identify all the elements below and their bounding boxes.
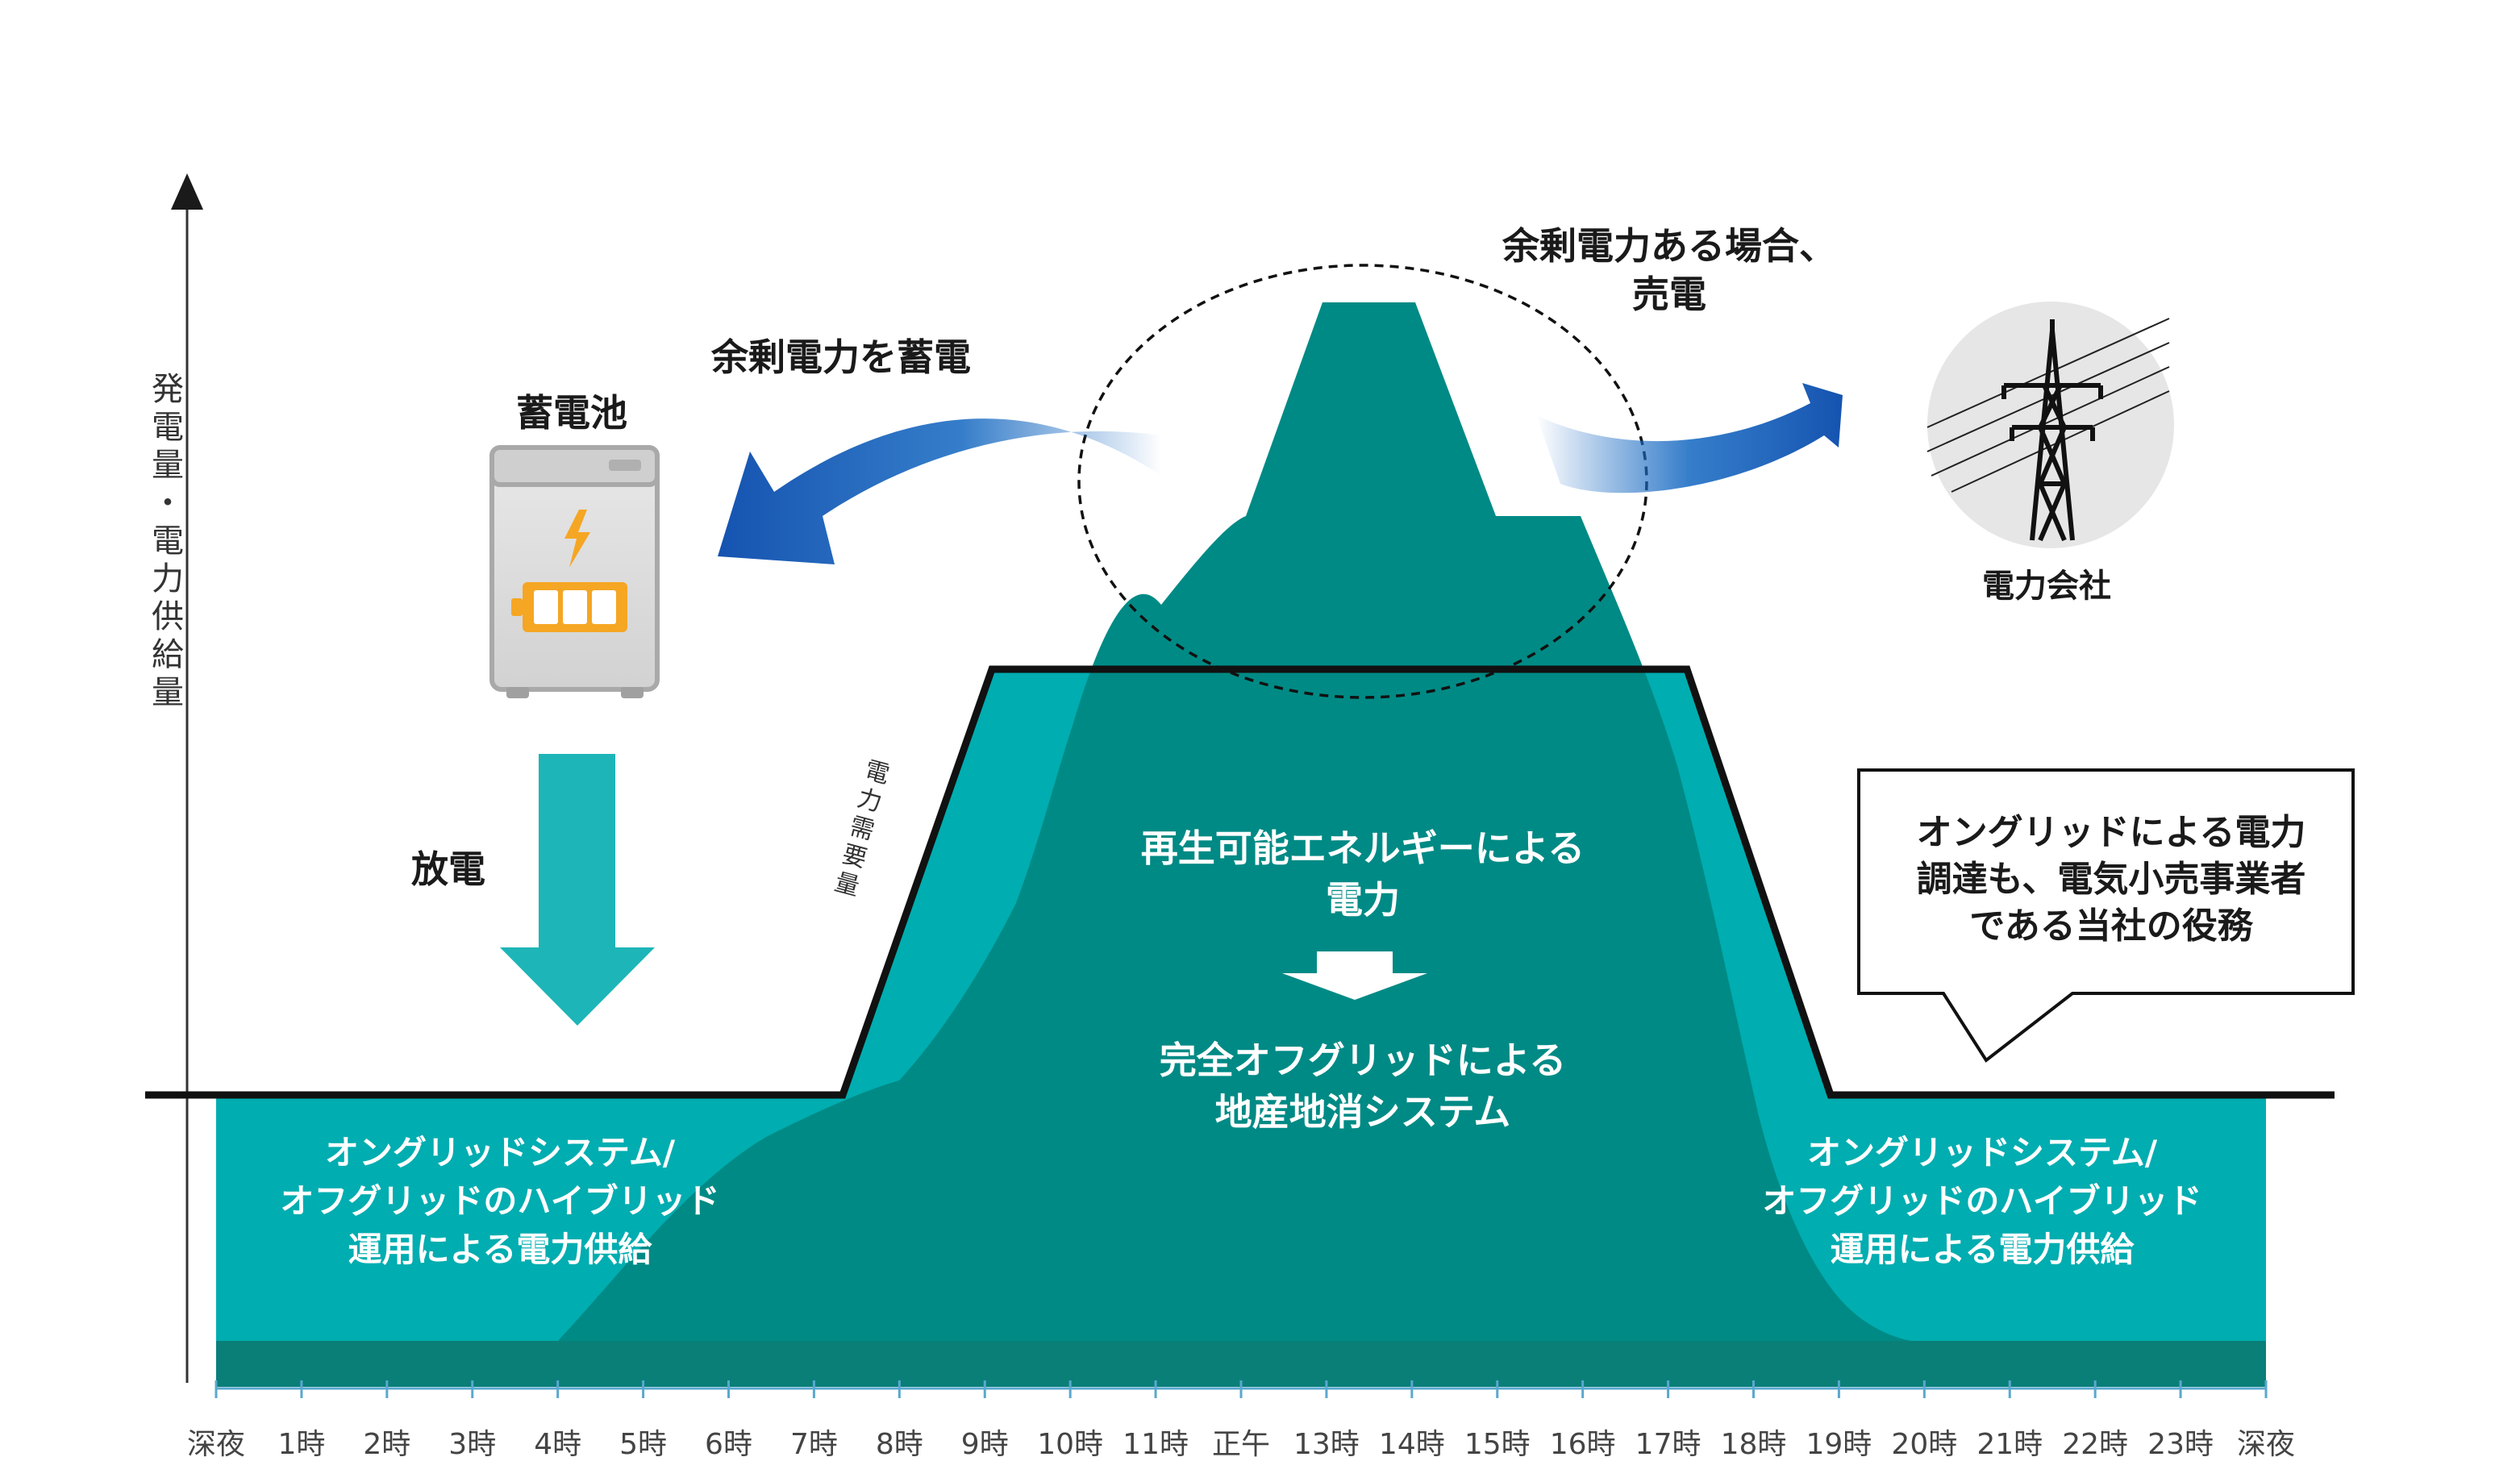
discharge-arrow-icon	[500, 754, 655, 1026]
battery-icon	[489, 445, 660, 698]
renewable-label-line2: 電力	[1326, 878, 1400, 922]
y-axis-arrow-icon	[171, 173, 203, 210]
y-axis-char: 電	[152, 409, 184, 446]
x-tick-label: 10時	[1037, 1428, 1104, 1461]
y-axis-char: 電	[152, 522, 184, 560]
x-tick-label: 1時	[277, 1428, 326, 1461]
charge-label: 余剰電力を蓄電	[711, 335, 971, 379]
x-tick-label: 7時	[789, 1428, 838, 1461]
renewable-label-line1: 再生可能エネルギーによる	[1140, 826, 1585, 870]
y-axis-char: 給	[152, 636, 184, 673]
hybrid-left-line3: 運用による電力供給	[348, 1230, 652, 1269]
offgrid-label-line2: 地産地消システム	[1214, 1090, 1511, 1134]
x-tick-label: 19時	[1806, 1428, 1872, 1461]
sell-label: 余剰電力ある場合、 売電	[1476, 222, 1863, 318]
x-tick-label: 17時	[1635, 1428, 1702, 1461]
discharge-label: 放電	[411, 847, 485, 891]
y-axis-char: ・	[152, 485, 184, 522]
x-tick-label: 8時	[875, 1428, 923, 1461]
callout-line3: である当社の役務	[1969, 905, 2253, 947]
hybrid-right-label: オングリッドシステム/ オフグリッドのハイブリッド 運用による電力供給	[1700, 1129, 2264, 1274]
x-tick-label: 6時	[705, 1428, 752, 1461]
x-tick-label: 14時	[1378, 1428, 1445, 1461]
x-tick-label: 3時	[448, 1428, 497, 1461]
x-tick-label: 21時	[1976, 1428, 2043, 1461]
y-axis-label: 発電量・電力供給量	[144, 371, 192, 712]
charge-arrow-icon	[718, 418, 1161, 564]
baseline-band	[216, 1341, 2266, 1387]
hybrid-right-line1: オングリッドシステム/	[1806, 1133, 2158, 1172]
x-tick-label: 正午	[1211, 1428, 1270, 1461]
x-tick-label: 9時	[960, 1428, 1009, 1461]
x-tick-label: 16時	[1549, 1428, 1616, 1461]
hybrid-left-line1: オングリッドシステム/	[324, 1133, 676, 1172]
x-tick-label: 22時	[2062, 1428, 2129, 1461]
x-axis	[215, 1380, 2268, 1398]
sell-label-line1: 余剰電力ある場合、	[1502, 224, 1836, 268]
x-tick-label: 18時	[1720, 1428, 1787, 1461]
callout-text: オングリッドによる電力 調達も、電気小売事業者 である当社の役務	[1869, 810, 2353, 950]
lightning-icon	[564, 510, 590, 568]
hybrid-right-line2: オフグリッドのハイブリッド	[1762, 1181, 2202, 1221]
battery-label: 蓄電池	[516, 391, 627, 435]
y-axis-char: 量	[152, 674, 184, 711]
hybrid-left-line2: オフグリッドのハイブリッド	[280, 1181, 720, 1221]
sell-arrow-icon	[1536, 383, 1843, 493]
callout-line1: オングリッドによる電力	[1916, 812, 2306, 853]
renewable-area	[216, 302, 2266, 1387]
y-axis-char: 供	[152, 598, 184, 635]
hybrid-right-line3: 運用による電力供給	[1830, 1230, 2135, 1269]
y-axis	[171, 173, 203, 1383]
x-tick-label: 2時	[363, 1428, 411, 1461]
x-tick-label: 15時	[1464, 1428, 1531, 1461]
renewable-label: 再生可能エネルギーによる 電力	[1073, 822, 1653, 926]
x-tick-label: 20時	[1891, 1428, 1958, 1461]
company-label: 電力会社	[1982, 568, 2111, 605]
callout-bubble	[1857, 768, 2355, 1063]
y-axis-char: 力	[152, 560, 184, 597]
offgrid-label-line1: 完全オフグリッドによる	[1159, 1039, 1567, 1082]
demand-line	[145, 665, 2335, 1099]
callout-line2: 調達も、電気小売事業者	[1916, 859, 2306, 900]
y-axis-char: 発	[152, 371, 184, 408]
down-arrow-icon	[1282, 951, 1427, 1000]
transmission-tower-icon	[1926, 302, 2174, 548]
x-tick-label: 4時	[534, 1428, 582, 1461]
x-tick-label: 13時	[1293, 1428, 1360, 1461]
y-axis-char: 量	[152, 447, 184, 484]
x-tick-label: 23時	[2147, 1428, 2214, 1461]
sell-label-line2: 売電	[1632, 273, 1706, 316]
offgrid-label: 完全オフグリッドによる 地産地消システム	[1073, 1034, 1653, 1138]
x-tick-label: 5時	[619, 1428, 668, 1461]
x-tick-label: 深夜	[2236, 1428, 2295, 1461]
hybrid-left-label: オングリッドシステム/ オフグリッドのハイブリッド 運用による電力供給	[218, 1129, 782, 1274]
x-tick-label: 11時	[1123, 1428, 1189, 1461]
x-tick-label: 深夜	[186, 1428, 245, 1461]
